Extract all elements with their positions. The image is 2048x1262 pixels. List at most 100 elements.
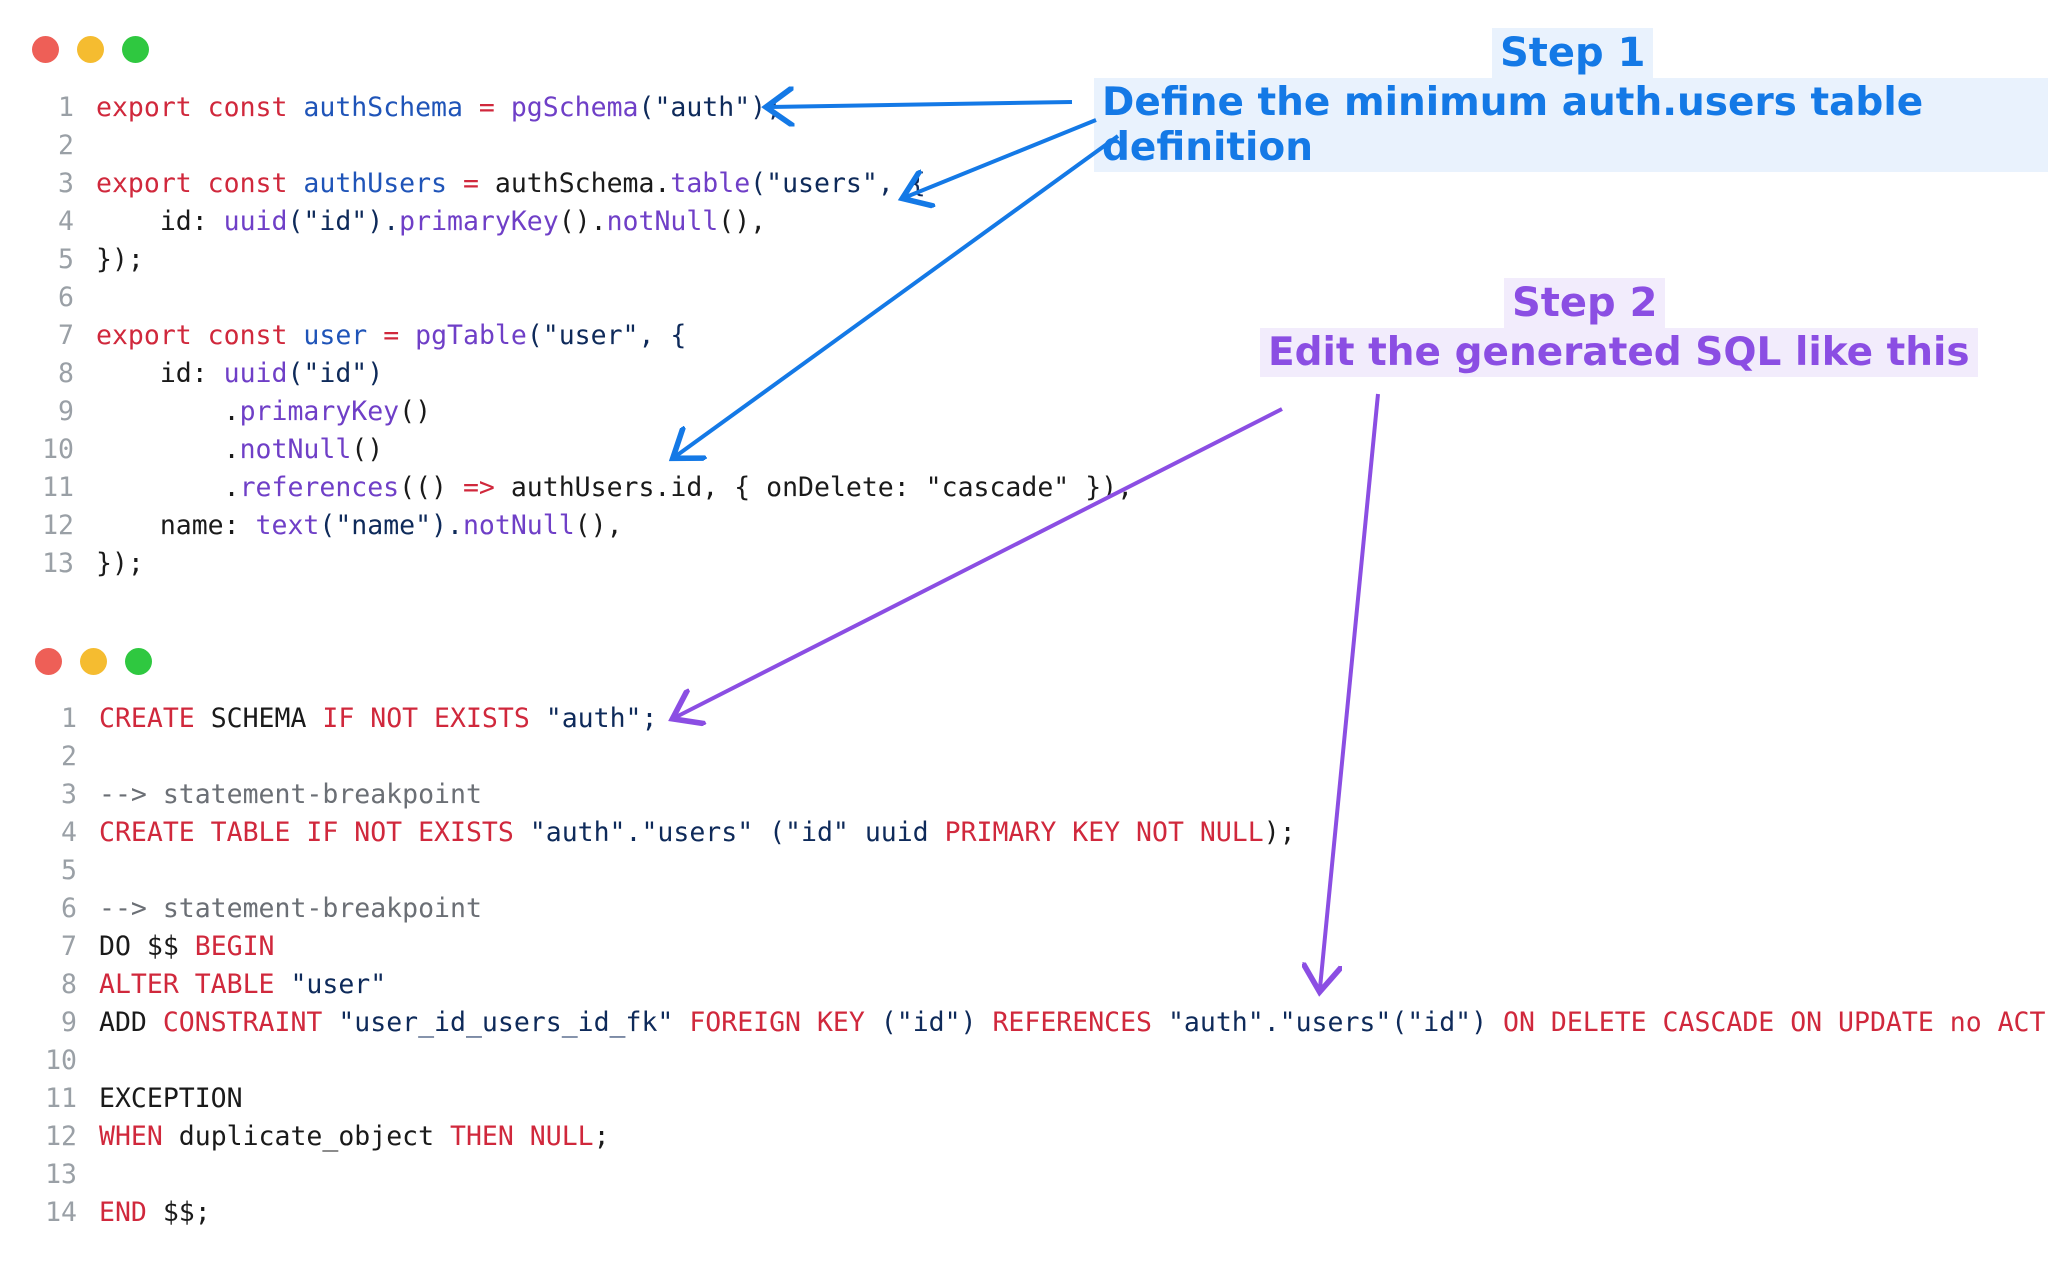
line-number: 6 [61,893,77,924]
code-token: duplicate_object [162,1121,451,1152]
code-token: END [99,1197,147,1228]
code-line: 6 [58,279,1133,317]
code-line: 10 [45,1042,2048,1080]
code-token: (). [558,206,607,237]
top-window-controls [32,36,149,63]
line-number: 10 [42,434,74,465]
line-number: 8 [58,358,74,389]
line-number: 13 [42,548,74,579]
code-token: "auth"; [529,703,658,734]
code-line: 13}); [42,545,1133,583]
line-number: 13 [45,1159,77,1190]
line-number: 12 [42,510,74,541]
step1-title: Step 1 [1492,28,1654,78]
line-number: 1 [61,703,77,734]
code-token: CONSTRAINT [162,1007,323,1038]
code-token: = [462,92,511,123]
code-token: references [239,472,400,503]
code-line: 3--> statement-breakpoint [61,776,2048,814]
line-number: 2 [58,130,74,161]
step1-arrow-to-references [676,134,1120,456]
line-number: 8 [61,969,77,1000]
line-number: 5 [61,855,77,886]
code-token: ("id"). [287,206,400,237]
code-token: ADD [99,1007,163,1038]
code-token: PRIMARY KEY NOT NULL [944,817,1264,848]
code-token: text [255,510,320,541]
code-token: notNull [239,434,352,465]
code-line: 5 [61,852,2048,890]
code-token: . [96,472,240,503]
code-token: CREATE TABLE IF NOT EXISTS [99,817,514,848]
code-line: 4 id: uuid("id").primaryKey().notNull(), [58,203,1133,241]
code-line: 9 ADD CONSTRAINT "user_id_users_id_fk" FO… [61,1004,2048,1042]
code-line: 5}); [58,241,1133,279]
code-token: IF NOT EXISTS [322,703,530,734]
code-token: primaryKey [399,206,559,237]
code-line: 11 EXCEPTION [45,1080,2048,1118]
code-token: ("auth"); [638,92,783,123]
code-token: pgTable [415,320,527,351]
line-number: 3 [58,168,74,199]
minimize-dot [80,648,107,675]
code-token: () [351,434,384,465]
line-number: 9 [61,1007,77,1038]
code-token: BEGIN [194,931,275,962]
code-token: (() [399,472,463,503]
code-token: id: [96,358,224,389]
code-token: }); [96,244,144,275]
code-token: notNull [462,510,575,541]
code-token: ON DELETE CASCADE ON UPDATE no ACTION [1503,1007,2048,1038]
code-token: }); [96,548,144,579]
line-number: 2 [61,741,77,772]
code-token: = [447,168,495,199]
line-number: 14 [45,1197,77,1228]
code-token: export const [96,92,304,123]
code-token: "auth"."users" ("id" uuid [513,817,945,848]
line-number: 7 [58,320,74,351]
code-token: ("id") [287,358,384,389]
code-token: --> statement-breakpoint [99,779,482,810]
code-token: $$; [146,1197,211,1228]
code-token: DO $$ [99,931,195,962]
code-token: uuid [223,358,288,389]
code-token: = [367,320,416,351]
code-token: THEN NULL [450,1121,594,1152]
step1-arrow-to-pgschema [770,102,1073,107]
code-line: 2 [61,738,2048,776]
code-line: 9 .primaryKey() [58,393,1133,431]
code-token: "auth"."users"("id") [1152,1007,1504,1038]
code-token: REFERENCES [992,1007,1153,1038]
code-line: 8 id: uuid("id") [58,355,1133,393]
code-token: uuid [223,206,288,237]
code-token: . [96,434,240,465]
step2-arrow-to-references-auth-users [1320,393,1380,988]
code-token: => [462,472,495,503]
step2-description: Edit the generated SQL like this [1260,328,1978,377]
code-token: export const [96,168,304,199]
maximize-dot [122,36,149,63]
code-token: "user_id_users_id_fk" [322,1007,690,1038]
code-token: EXCEPTION [99,1083,243,1114]
code-token: notNull [606,206,719,237]
code-token: authSchema. [494,168,671,199]
code-token: authUsers.id, { onDelete: "cascade" }), [494,472,1134,503]
code-token: WHEN [99,1121,163,1152]
code-token: export const [96,320,304,351]
line-number: 11 [45,1083,77,1114]
code-token: primaryKey [239,396,400,427]
code-token: pgSchema [510,92,639,123]
code-line: 10 .notNull() [42,431,1133,469]
step1-arrow-to-authusers [906,118,1097,197]
code-token: FOREIGN KEY [689,1007,865,1038]
code-token: name: [96,510,256,541]
line-number: 11 [42,472,74,503]
